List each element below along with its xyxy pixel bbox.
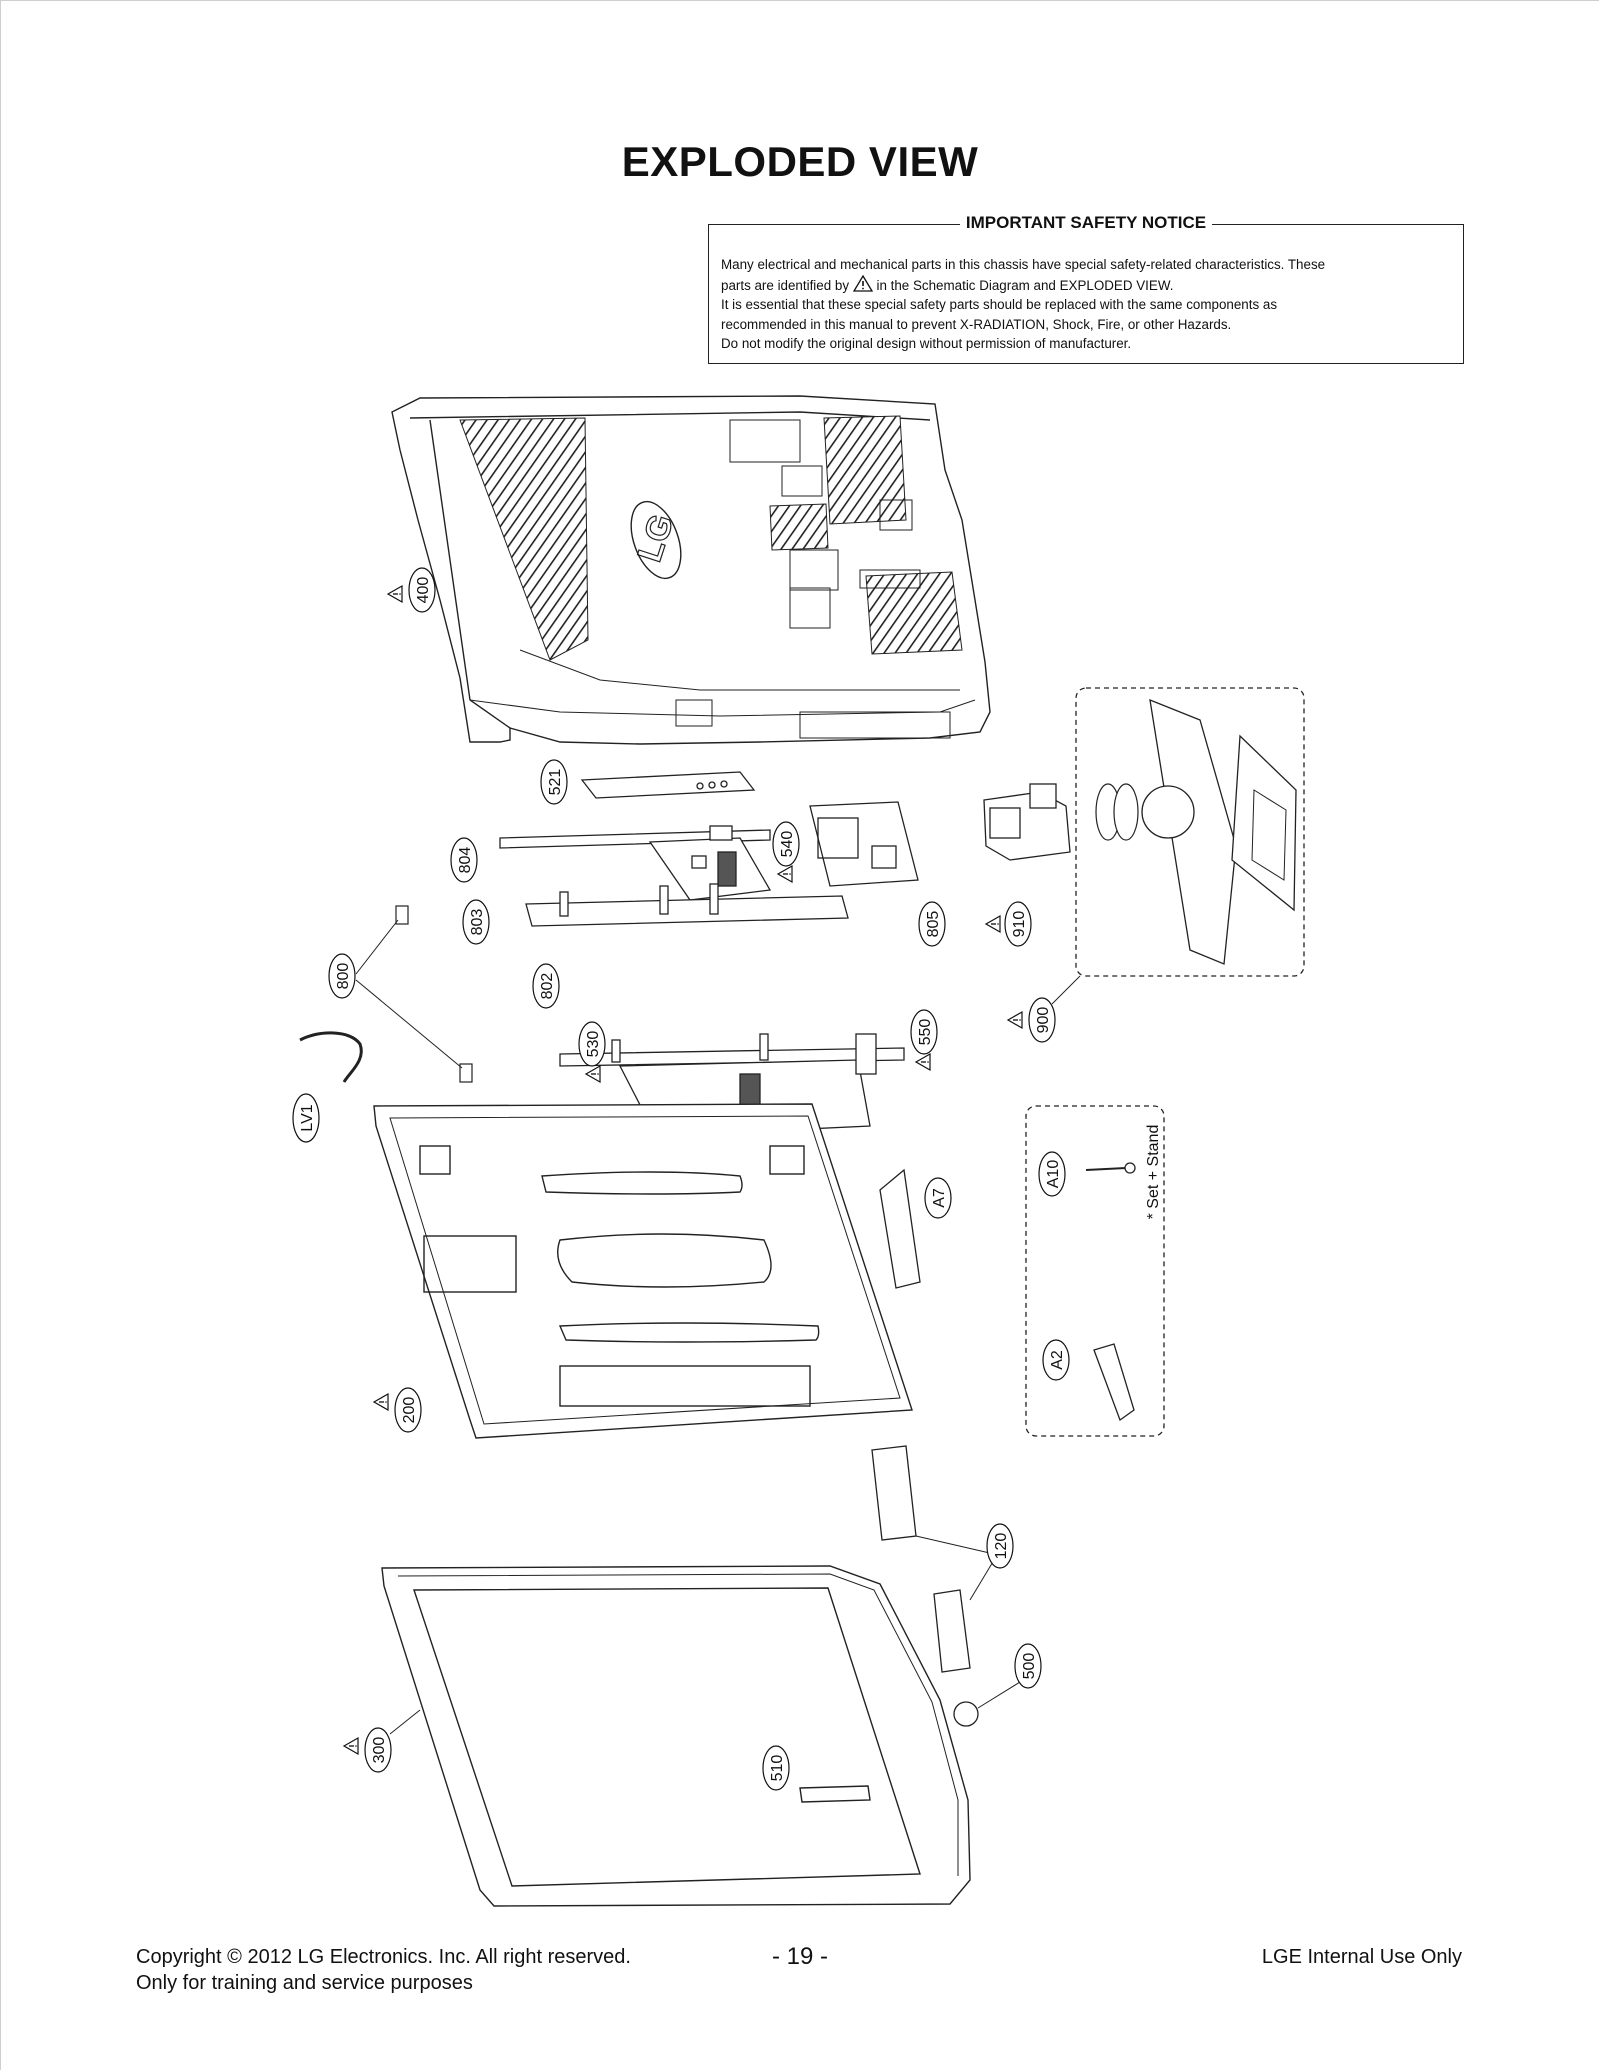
label-a10: A10 <box>1045 1160 1062 1189</box>
part-a7 <box>879 1168 921 1289</box>
board-805 <box>809 801 919 887</box>
notice-line-2-b: in the Schematic Diagram and EXPLODED VI… <box>876 277 1174 293</box>
callout-300: 300 <box>343 1709 421 1773</box>
front-cabinet-300 <box>381 1565 971 1907</box>
label-910: 910 <box>1011 911 1028 938</box>
label-120: 120 <box>993 1533 1010 1560</box>
notice-line-4: recommended in this manual to prevent X-… <box>721 316 1232 332</box>
callout-a10: A10 <box>1038 1151 1066 1197</box>
label-540: 540 <box>779 831 796 858</box>
callout-530: 530 <box>578 1021 606 1083</box>
callout-lv1: LV1 <box>292 1093 320 1143</box>
callout-540: 540 <box>772 821 800 883</box>
cable-lv1 <box>299 1031 363 1083</box>
ir-sensor-500 <box>953 1681 1021 1727</box>
callout-805: 805 <box>918 901 946 947</box>
lcd-module-200 <box>373 1103 913 1439</box>
callout-400: 400 <box>387 567 436 613</box>
notice-line-5: Do not modify the original design withou… <box>721 336 1132 352</box>
notice-line-1: Many electrical and mechanical parts in … <box>721 257 1326 272</box>
label-521: 521 <box>547 769 564 796</box>
label-lv1: LV1 <box>299 1104 316 1131</box>
label-a7: A7 <box>931 1188 948 1208</box>
callout-802: 802 <box>532 963 560 1009</box>
callout-910: 910 <box>985 901 1032 947</box>
safety-notice-heading-text: IMPORTANT SAFETY NOTICE <box>959 213 1213 232</box>
label-803: 803 <box>469 909 486 936</box>
label-805: 805 <box>925 911 942 938</box>
notice-line-3: It is essential that these special safet… <box>721 297 1278 313</box>
label-a2: A2 <box>1049 1350 1066 1370</box>
purpose-text: Only for training and service purposes <box>136 1972 473 1994</box>
safety-notice-text: Many electrical and mechanical parts in … <box>721 255 1451 354</box>
label-802: 802 <box>539 973 556 1000</box>
internal-use-text: LGE Internal Use Only <box>1261 1946 1462 1968</box>
callout-510: 510 <box>762 1745 790 1791</box>
callout-200: 200 <box>373 1387 422 1433</box>
label-900: 900 <box>1035 1007 1052 1034</box>
callout-a2: A2 <box>1042 1339 1070 1381</box>
label-200: 200 <box>401 1397 418 1424</box>
back-cover-400: LG <box>391 395 991 745</box>
stand-note: * Set + Stand <box>1145 1125 1162 1220</box>
safety-notice-box: IMPORTANT SAFETY NOTICE Many electrical … <box>708 213 1464 364</box>
callout-803: 803 <box>462 899 490 945</box>
callout-a7: A7 <box>924 1177 952 1219</box>
callout-900: 900 <box>1007 975 1081 1043</box>
page-number: - 19 - <box>771 1943 828 1970</box>
copyright-text: Copyright © 2012 LG Electronics. Inc. Al… <box>136 1946 631 1968</box>
footer-left: Copyright © 2012 LG Electronics. Inc. Al… <box>136 1944 631 1996</box>
label-550: 550 <box>917 1019 934 1046</box>
callout-120: 120 <box>986 1523 1014 1569</box>
stand-group-900 <box>1075 687 1305 977</box>
stand-bracket-910 <box>983 783 1071 861</box>
callout-521: 521 <box>540 759 568 805</box>
label-510: 510 <box>769 1755 786 1782</box>
label-500: 500 <box>1021 1653 1038 1680</box>
label-530: 530 <box>585 1031 602 1058</box>
main-board-540 <box>499 825 772 901</box>
bracket-521 <box>580 771 756 799</box>
page-title: EXPLODED VIEW <box>621 138 979 185</box>
label-804: 804 <box>457 847 474 874</box>
callout-550: 550 <box>910 1009 938 1071</box>
callout-800: 800 <box>328 953 356 999</box>
callout-804: 804 <box>450 837 478 883</box>
callout-500: 500 <box>1014 1643 1042 1689</box>
notice-line-2-a: parts are identified by <box>721 277 850 293</box>
board-bracket-803 <box>525 883 849 927</box>
clips-800 <box>355 905 473 1083</box>
label-300: 300 <box>371 1737 388 1764</box>
accessory-group <box>1025 1105 1165 1437</box>
label-800: 800 <box>335 963 352 990</box>
speakers-120 <box>871 1445 995 1673</box>
warning-triangle-icon <box>852 274 873 292</box>
safety-notice-heading: IMPORTANT SAFETY NOTICE <box>709 213 1463 233</box>
notice-line-2: parts are identified by in the Schematic… <box>721 274 1451 296</box>
label-400: 400 <box>415 577 432 604</box>
